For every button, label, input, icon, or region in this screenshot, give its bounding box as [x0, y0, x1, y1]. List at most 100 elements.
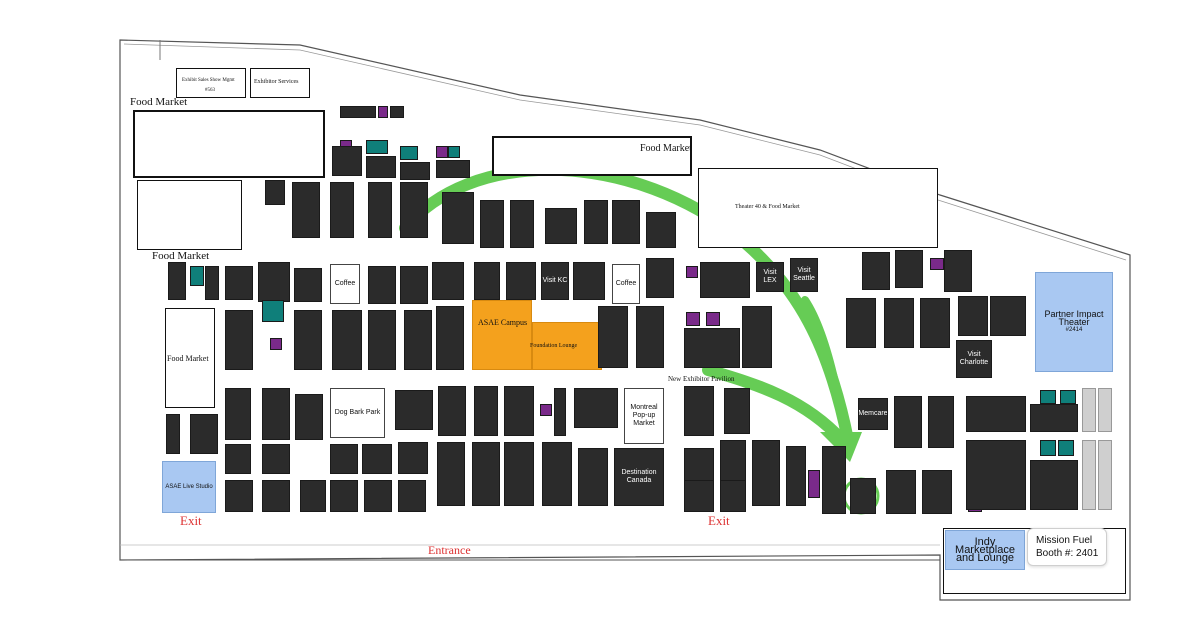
booth[interactable] [474, 386, 498, 436]
booth[interactable] [437, 442, 465, 506]
booth[interactable] [1082, 440, 1096, 510]
booth-highlight[interactable] [1040, 390, 1056, 404]
booth[interactable] [545, 208, 577, 244]
booth[interactable] [400, 182, 428, 238]
booth-highlight[interactable] [262, 300, 284, 322]
booth[interactable] [295, 394, 323, 440]
booth[interactable] [944, 250, 972, 292]
booth[interactable] [724, 388, 750, 434]
exhibit-sales-zone[interactable] [176, 68, 246, 98]
booth[interactable] [894, 396, 922, 448]
indy-marketplace-lounge[interactable]: Indy Marketplace and Lounge [945, 530, 1025, 570]
booth[interactable] [895, 250, 923, 288]
booth[interactable] [390, 106, 404, 118]
booth-highlight[interactable] [378, 106, 388, 118]
booth-highlight[interactable] [270, 338, 282, 350]
booth[interactable] [398, 442, 428, 474]
booth[interactable] [504, 442, 534, 506]
booth[interactable] [1030, 460, 1078, 510]
booth[interactable] [684, 386, 714, 436]
booth[interactable] [225, 480, 253, 512]
theater-zone[interactable] [698, 168, 938, 248]
booth-highlight[interactable] [1058, 440, 1074, 456]
booth[interactable] [480, 200, 504, 248]
booth-target[interactable] [850, 478, 876, 514]
booth[interactable] [822, 446, 846, 514]
booth[interactable] [205, 266, 219, 300]
booth[interactable] [265, 180, 285, 205]
booth[interactable] [922, 470, 952, 514]
booth[interactable] [258, 262, 290, 302]
booth[interactable] [400, 162, 430, 180]
booth[interactable] [598, 306, 628, 368]
booth[interactable] [578, 448, 608, 506]
booth-highlight[interactable] [366, 140, 388, 154]
booth[interactable] [752, 440, 780, 506]
booth[interactable] [920, 298, 950, 348]
booth[interactable] [684, 328, 740, 368]
booth[interactable] [262, 480, 290, 512]
booth[interactable] [436, 160, 470, 178]
booth[interactable] [504, 386, 534, 436]
food-market-left-box[interactable] [165, 308, 215, 408]
booth[interactable] [646, 258, 674, 298]
booth[interactable] [966, 396, 1026, 432]
booth[interactable] [884, 298, 914, 348]
booth[interactable] [472, 442, 500, 506]
booth[interactable] [294, 310, 322, 370]
booth[interactable] [554, 388, 566, 436]
booth[interactable] [742, 306, 772, 368]
booth[interactable] [573, 262, 605, 300]
booth[interactable] [584, 200, 608, 244]
booth[interactable] [300, 480, 326, 512]
asae-live-studio[interactable]: ASAE Live Studio [162, 461, 216, 513]
booth[interactable] [368, 182, 392, 238]
booth[interactable] [395, 390, 433, 430]
booth-highlight[interactable] [1060, 390, 1076, 404]
booth[interactable] [190, 414, 218, 454]
booth-visit-charlotte[interactable]: Visit Charlotte [956, 340, 992, 378]
exhibitor-services-zone[interactable] [250, 68, 310, 98]
dog-bark-park[interactable]: Dog Bark Park [330, 388, 385, 438]
booth-visit-seattle[interactable]: Visit Seattle [790, 258, 818, 292]
booth-highlight[interactable] [930, 258, 944, 270]
coffee-booth-1[interactable]: Coffee [330, 264, 360, 304]
booth[interactable] [168, 262, 186, 300]
booth[interactable] [1082, 388, 1096, 432]
booth-highlight[interactable] [808, 470, 820, 498]
booth-memcare[interactable]: Memcare [858, 398, 888, 430]
booth[interactable] [700, 262, 750, 298]
booth-highlight[interactable] [1040, 440, 1056, 456]
booth[interactable] [636, 306, 664, 368]
booth[interactable] [404, 310, 432, 370]
booth-destination-canada[interactable]: Destination Canada [614, 448, 664, 506]
booth[interactable] [398, 480, 426, 512]
booth[interactable] [442, 192, 474, 244]
booth[interactable] [330, 444, 358, 474]
booth[interactable] [510, 200, 534, 248]
booth[interactable] [438, 386, 466, 436]
booth[interactable] [1098, 440, 1112, 510]
booth[interactable] [364, 480, 392, 512]
booth-highlight[interactable] [540, 404, 552, 416]
booth-highlight[interactable] [400, 146, 418, 160]
booth[interactable] [262, 388, 290, 440]
booth[interactable] [362, 444, 392, 474]
booth[interactable] [474, 262, 500, 300]
booth[interactable] [846, 298, 876, 348]
booth[interactable] [432, 262, 464, 300]
booth-highlight[interactable] [436, 146, 448, 158]
booth[interactable] [990, 296, 1026, 336]
montreal-popup-market[interactable]: Montreal Pop-up Market [624, 388, 664, 444]
food-market-seating-zone[interactable] [137, 180, 242, 250]
booth[interactable] [330, 480, 358, 512]
coffee-booth-2[interactable]: Coffee [612, 264, 640, 304]
booth-highlight[interactable] [190, 266, 204, 286]
booth[interactable] [225, 310, 253, 370]
booth[interactable] [862, 252, 890, 290]
booth[interactable] [225, 388, 251, 440]
booth[interactable] [330, 182, 354, 238]
booth[interactable] [332, 146, 362, 176]
booth[interactable] [1030, 404, 1078, 432]
booth-highlight[interactable] [448, 146, 460, 158]
